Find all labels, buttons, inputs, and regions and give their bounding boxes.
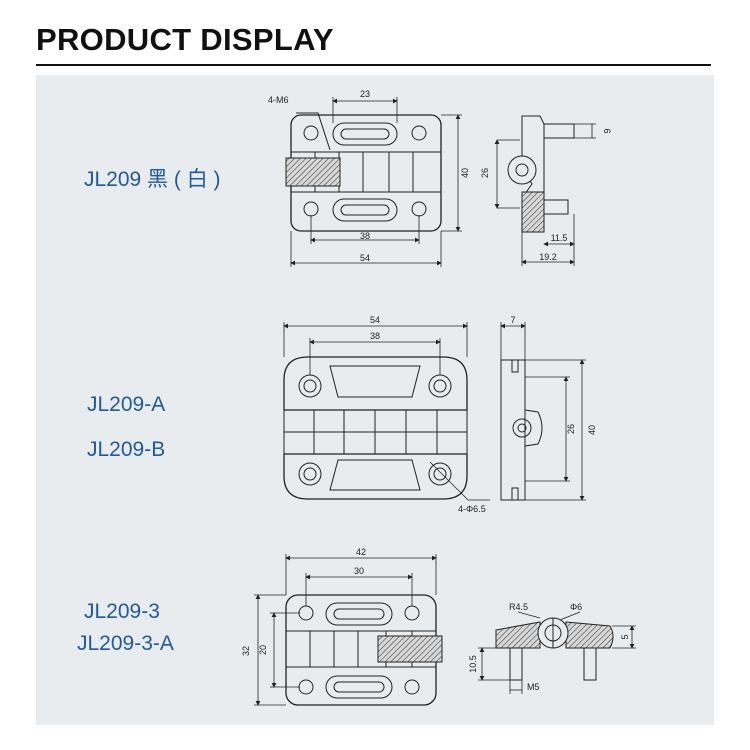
dim-ab-height: 40 [587,425,597,435]
dim-ab-thickness: 7 [510,315,515,325]
dim-3-height: 32 [241,646,251,656]
product-panel [36,75,714,725]
dim-side-b: 19.2 [539,252,557,262]
jl209-front-view [285,112,442,232]
dim-3-side-h: 5 [620,634,630,639]
product-label-jl209-3: JL209-3 [84,600,160,623]
page-title: PRODUCT DISPLAY [36,22,334,57]
product-label-jl209-a: JL209-A [87,393,166,416]
dim-side-a: 11.5 [551,233,568,243]
jl209-ab-side-view [500,359,543,501]
jl209-ab-front-view [283,356,490,501]
dim-ab-hole: 4-Φ6.5 [458,504,486,514]
dim-3-pin-len: 10.5 [468,655,478,673]
dim-ab-inner-height: 26 [566,424,576,434]
jl209-side-dimensions [494,123,596,266]
dim-inner-height: 26 [480,168,490,178]
jl209-3-side-dimensions [478,625,636,694]
dim-3-inner-height: 20 [258,645,268,655]
dim-inner-width: 38 [360,231,370,241]
dim-3-thread: M5 [527,682,540,692]
product-label-jl209-3-a: JL209-3-A [77,632,174,655]
title-underline [36,64,711,66]
jl209-3-dimensions [254,554,437,706]
dim-ab-inner-width: 38 [370,331,380,341]
jl209-ab-side-dimensions [500,322,586,501]
product-label-jl209-b: JL209-B [87,438,166,461]
dim-3-width: 42 [356,547,366,557]
dim-hole: 4-M6 [268,95,289,105]
product-label-jl209: JL209 黑 ( 白 ) [84,168,221,191]
dim-3-bore: Φ6 [570,602,582,612]
dim-3-radius: R4.5 [509,602,528,612]
dim-3-inner-width: 30 [354,566,364,576]
dim-top: 23 [360,89,370,99]
jl209-dimensions [290,97,462,267]
dimension-labels: 23 4-M6 38 54 40 26 6 11.5 19.2 54 38 4-… [241,89,630,692]
dim-width: 54 [360,253,370,263]
jl209-3-front-view [285,594,443,706]
dim-ab-width: 54 [370,315,380,325]
jl209-ab-dimensions [283,322,468,375]
jl209-3-side-view [495,611,614,681]
jl209-side-view [507,115,575,233]
dim-height: 40 [460,168,470,178]
dim-side-pin: 6 [602,128,612,133]
